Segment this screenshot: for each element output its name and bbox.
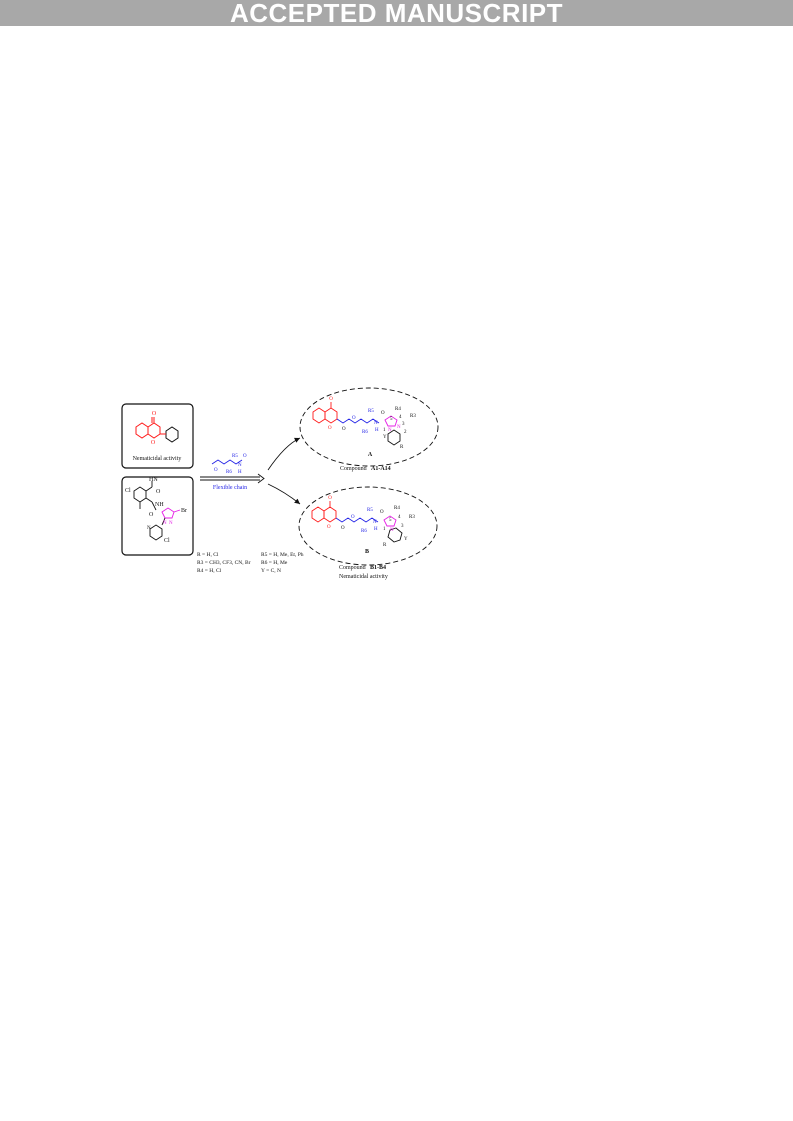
a-r: R xyxy=(400,445,404,450)
a-n: N xyxy=(374,421,378,426)
diamide-n-pyridine: N xyxy=(147,526,151,531)
diamide-o-carbonyl: O xyxy=(149,512,154,518)
b-caption-bold: B1-B4 xyxy=(370,565,386,571)
flexible-chain: R5 R6 O O N H Flexible chain xyxy=(200,454,265,491)
linker-r6: R6 xyxy=(226,470,232,475)
diamide-br: Br xyxy=(181,508,187,514)
a-num5: 5 xyxy=(390,417,393,422)
diamide-structure xyxy=(133,481,181,541)
flavone-caption: Nematicidal activity xyxy=(133,456,182,462)
a-num1: 1 xyxy=(383,428,386,433)
diamide-cl-top: Cl xyxy=(125,488,131,494)
b-num4: 4 xyxy=(398,515,401,520)
a-r4: R4 xyxy=(395,407,401,412)
b-n: N xyxy=(373,520,377,525)
b-o-ester: O xyxy=(341,526,345,531)
a-num4: 4 xyxy=(399,415,402,420)
a-o-amide: O xyxy=(381,411,385,416)
a-r3: R3 xyxy=(410,414,416,419)
b-h: H xyxy=(374,527,378,532)
banner-text: ACCEPTED MANUSCRIPT xyxy=(229,0,564,28)
linker-n: N xyxy=(238,463,242,468)
flavone-structure xyxy=(135,417,179,443)
b-o-top: O xyxy=(328,496,332,501)
b-num5: 5 xyxy=(389,518,392,523)
subst-right-0: R5 = H, Me, Et, Ph xyxy=(261,552,304,558)
a-n1: N xyxy=(388,428,392,433)
a-r6: R6 xyxy=(362,430,368,435)
a-n2: N xyxy=(397,425,401,430)
diamide-nh: NH xyxy=(155,502,164,508)
a-num3: 3 xyxy=(402,422,405,427)
b-num1: 1 xyxy=(383,527,386,532)
a-letter: A xyxy=(368,452,373,458)
flavone-o-label: O xyxy=(152,411,157,417)
diamide-box: Cl HN O NH O Br N N N Cl xyxy=(121,476,194,556)
a-y: Y xyxy=(383,435,387,440)
b-y: Y xyxy=(404,537,408,542)
b-o-ester2: O xyxy=(351,515,355,520)
b-r6: R6 xyxy=(361,529,367,534)
target-b: O O O O R5 R6 N H O R4 R3 N 1 3 4 5 Y R … xyxy=(298,486,438,580)
subst-left-1: R3 = CH3, CF3, CN, Br xyxy=(197,560,251,566)
subst-left-2: R4 = H, Cl xyxy=(197,568,222,574)
a-caption-prefix: Compound xyxy=(340,466,367,472)
a-r5: R5 xyxy=(368,409,374,414)
linker-o2: O xyxy=(243,454,247,459)
linker-h: H xyxy=(238,470,242,475)
diamide-o-amide: O xyxy=(156,489,161,495)
b-n1: N xyxy=(390,528,394,533)
flavone-ring-o-label: O xyxy=(151,440,156,446)
b-o-ring: O xyxy=(327,525,331,530)
arrow-to-a xyxy=(267,437,301,471)
subst-right-1: R6 = H, Me xyxy=(261,560,288,566)
b-o-amide: O xyxy=(380,510,384,515)
substituent-legend: R = H, Cl R3 = CH3, CF3, CN, Br R4 = H, … xyxy=(197,552,304,574)
b-num3: 3 xyxy=(401,524,404,529)
diamide-cl-bottom: Cl xyxy=(164,538,170,544)
accepted-manuscript-banner: ACCEPTED MANUSCRIPT xyxy=(0,0,793,26)
subst-right-2: Y = C, N xyxy=(261,568,281,574)
arrow-to-b xyxy=(267,483,301,505)
b-caption-2: Nematicidal activity xyxy=(339,574,388,580)
b-r: R xyxy=(383,543,387,548)
b-caption-prefix: Compound xyxy=(339,565,366,571)
b-r3: R3 xyxy=(409,515,415,520)
b-r5: R5 xyxy=(367,508,373,513)
diamide-n-pyr2: N xyxy=(169,521,173,526)
a-o-ring: O xyxy=(328,426,332,431)
a-caption-bold: A1-A14 xyxy=(371,466,391,472)
b-r4: R4 xyxy=(394,506,400,511)
flexible-chain-label: Flexible chain xyxy=(213,485,247,491)
diamide-n-pyr: N xyxy=(163,521,167,526)
a-o-ester2: O xyxy=(352,416,356,421)
a-o-ester: O xyxy=(342,427,346,432)
a-o-top: O xyxy=(329,397,333,402)
b-letter: B xyxy=(365,549,369,555)
linker-o1: O xyxy=(214,468,218,473)
target-a: O O O O R5 R6 N H O R4 R3 N N 1 2 3 4 5 … xyxy=(299,387,439,472)
subst-left-0: R = H, Cl xyxy=(197,552,219,558)
linker-r5: R5 xyxy=(232,454,238,459)
diamide-hn: HN xyxy=(149,477,158,483)
flavone-box: O O Nematicidal activity xyxy=(121,403,194,469)
a-h: H xyxy=(375,428,379,433)
a-num2: 2 xyxy=(404,430,407,435)
